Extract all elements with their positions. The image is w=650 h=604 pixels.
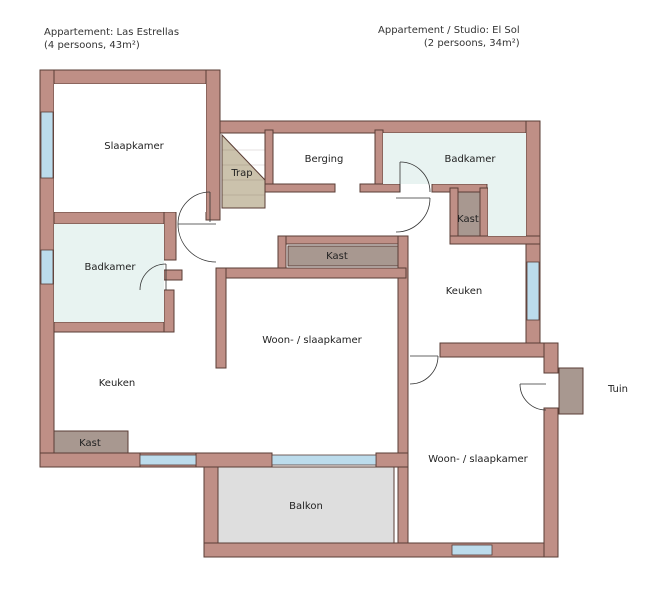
floor-badkamer-left xyxy=(54,224,164,322)
floor-badkamer-right-side xyxy=(488,184,526,236)
apartment-left-name: Appartement: Las Estrellas xyxy=(44,27,180,38)
label-badkamer-left: Badkamer xyxy=(84,262,136,273)
label-keuken-left: Keuken xyxy=(99,378,135,389)
apartment-left-details: (4 persoons, 43m²) xyxy=(44,40,140,51)
stairs xyxy=(221,133,266,209)
apartment-right-details: (2 persoons, 34m²) xyxy=(423,38,520,49)
label-berging: Berging xyxy=(305,154,344,165)
label-balkon: Balkon xyxy=(289,501,323,512)
label-woon-left: Woon- / slaapkamer xyxy=(262,335,362,346)
apartment-right-name: Appartement / Studio: El Sol xyxy=(378,25,520,36)
label-kast-corridor: Kast xyxy=(326,251,348,262)
cabinet-keuken-left xyxy=(53,430,129,454)
cabinet-corridor xyxy=(287,245,399,267)
windows xyxy=(40,111,540,556)
label-keuken-right: Keuken xyxy=(446,286,482,297)
label-tuin: Tuin xyxy=(607,384,628,395)
label-woon-right: Woon- / slaapkamer xyxy=(428,454,528,465)
label-slaapkamer: Slaapkamer xyxy=(104,141,164,152)
floor-badkamer-right-top xyxy=(383,133,526,184)
label-kast-right: Kast xyxy=(457,214,479,225)
floor-slaapkamer xyxy=(54,84,206,212)
apartment-right-header: Appartement / Studio: El Sol (2 persoons… xyxy=(378,24,520,50)
label-trap: Trap xyxy=(230,168,252,179)
apartment-left-header: Appartement: Las Estrellas (4 persoons, … xyxy=(44,26,179,52)
doors xyxy=(139,161,547,411)
garden-steps xyxy=(558,367,584,415)
balcony-floor xyxy=(217,466,395,544)
label-badkamer-right: Badkamer xyxy=(444,154,496,165)
cabinet-bath-right xyxy=(457,191,481,237)
label-kast-left: Kast xyxy=(79,438,101,449)
